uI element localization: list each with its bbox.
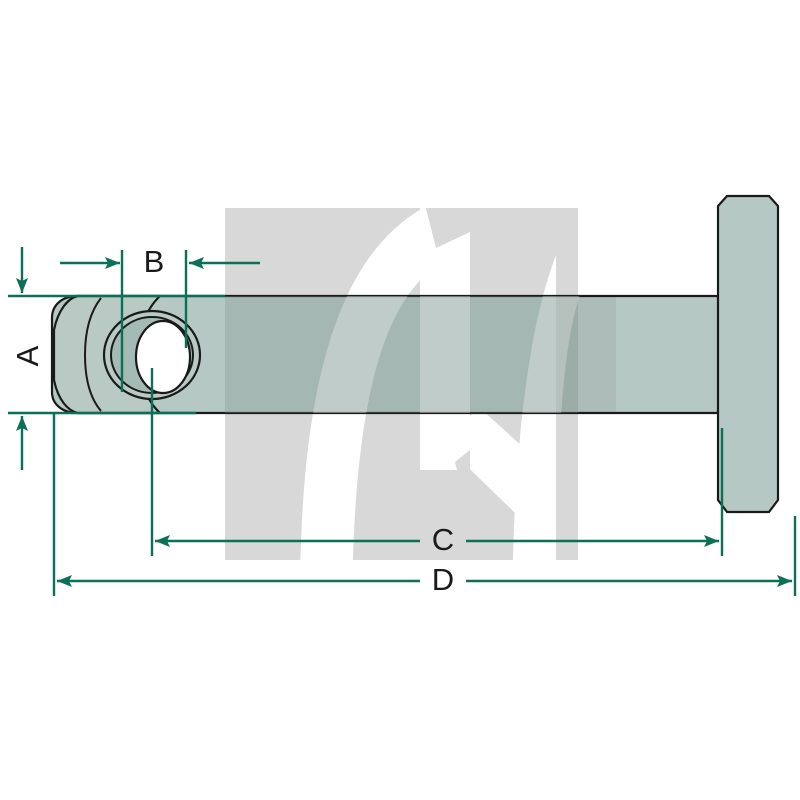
dimension-d-label: D xyxy=(432,562,454,597)
dimension-c-label: C xyxy=(432,522,454,557)
dimension-a-label: A xyxy=(10,345,45,366)
pin-shaft xyxy=(50,294,750,415)
pin-eye-end xyxy=(52,294,202,415)
pin-head-flange xyxy=(716,194,780,514)
dimension-a: A xyxy=(10,247,45,470)
extension-lines xyxy=(8,250,797,596)
dimension-b-label: B xyxy=(144,244,165,279)
dimension-b: B xyxy=(60,244,260,279)
shaft-watermark-tint xyxy=(225,296,616,413)
dimension-d: D xyxy=(57,562,792,597)
dimension-c: C xyxy=(155,522,719,557)
